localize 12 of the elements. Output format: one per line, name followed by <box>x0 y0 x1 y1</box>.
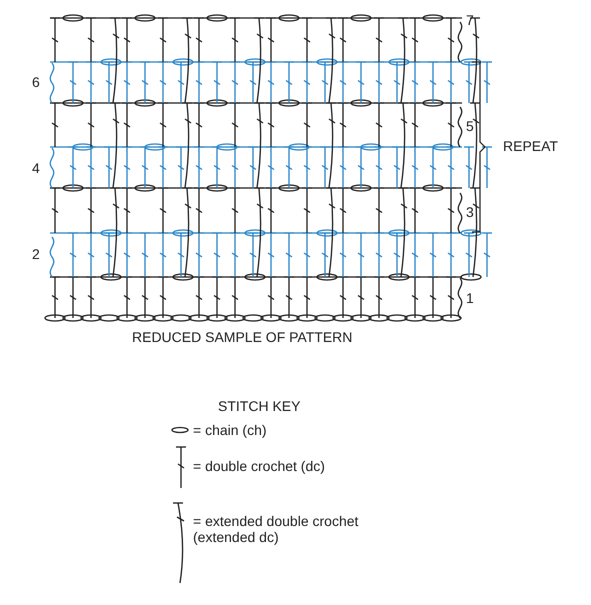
row-number: 1 <box>466 290 474 306</box>
key-description: = chain (ch) <box>193 422 267 438</box>
key-description: = extended double crochet (extended dc) <box>193 513 360 545</box>
repeat-label: REPEAT <box>503 138 558 154</box>
row-number: 4 <box>32 160 40 176</box>
stitch-key-heading: STITCH KEY <box>218 398 300 414</box>
key-description: = double crochet (dc) <box>193 458 325 474</box>
row-number: 3 <box>466 204 474 220</box>
chart-caption: REDUCED SAMPLE OF PATTERN <box>132 329 352 345</box>
row-number: 5 <box>466 118 474 134</box>
row-number: 2 <box>32 246 40 262</box>
row-number: 6 <box>32 74 40 90</box>
